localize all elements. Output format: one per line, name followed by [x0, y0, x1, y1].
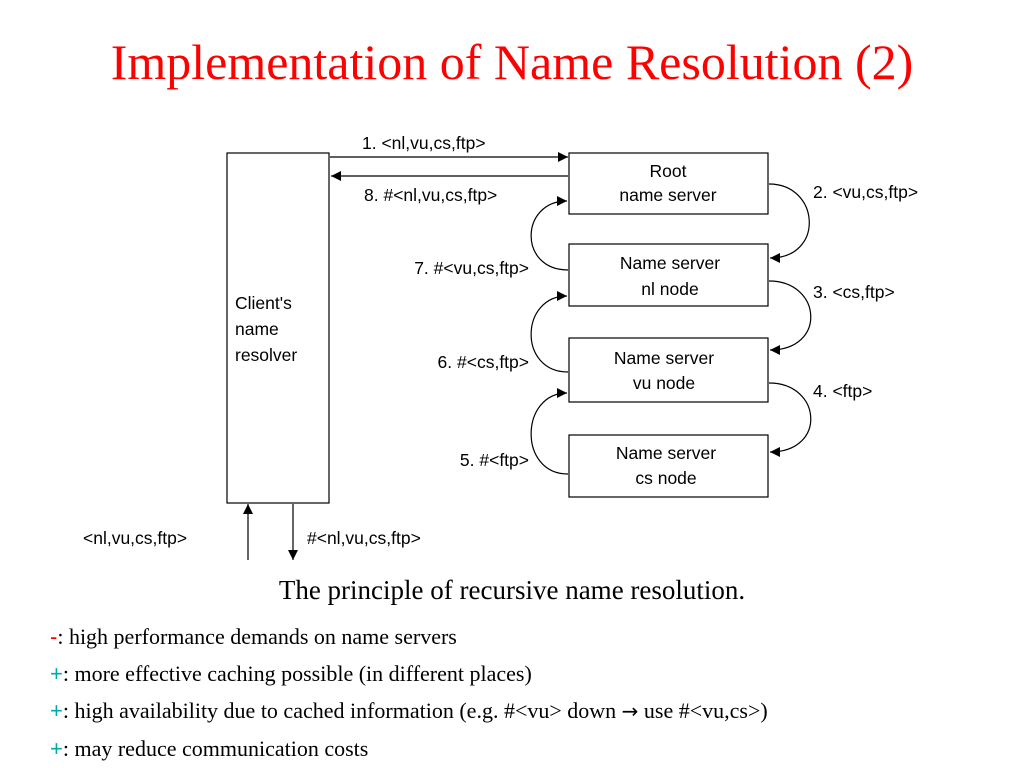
request-label-3: 3. <cs,ftp> [813, 282, 895, 302]
plus-sign: + [50, 736, 63, 761]
pros-cons-list: -: high performance demands on name serv… [50, 618, 768, 767]
root-server-line-2: name server [619, 185, 716, 205]
reply-arrow-7 [530, 196, 569, 271]
client-output-label: #<nl,vu,cs,ftp> [307, 528, 421, 548]
list-item: -: high performance demands on name serv… [50, 618, 768, 655]
slide-title: Implementation of Name Resolution (2) [110, 34, 914, 90]
plus-sign: + [50, 661, 63, 686]
plus-sign: + [50, 698, 63, 723]
reply-arrow-5 [530, 388, 569, 475]
client-resolver-box [226, 152, 330, 504]
request-arrow-3 [768, 280, 812, 355]
point-text-part-a: : high availability due to cached inform… [62, 698, 622, 723]
client-input-label: <nl,vu,cs,ftp> [83, 528, 187, 548]
reply-label-8: 8. #<nl,vu,cs,ftp> [364, 185, 497, 205]
cs-server-box [568, 434, 769, 498]
vu-server-box [568, 337, 769, 403]
root-server-box [568, 152, 769, 215]
vu-server-line-1: Name server [614, 348, 714, 368]
point-text: : high performance demands on name serve… [57, 624, 457, 649]
nl-server-box [568, 243, 769, 307]
list-item: +: more effective caching possible (in d… [50, 655, 768, 692]
figure-caption: The principle of recursive name resoluti… [278, 575, 746, 605]
reply-label-5: 5. #<ftp> [460, 450, 529, 470]
cs-server-line-1: Name server [616, 443, 716, 463]
list-item: +: may reduce communication costs [50, 730, 768, 767]
client-label-line-1: Client's [235, 293, 292, 313]
vu-server-line-2: vu node [633, 373, 695, 393]
request-label-2: 2. <vu,cs,ftp> [813, 182, 918, 202]
point-text-part-b: use #<vu,cs>) [638, 698, 768, 723]
reply-label-7: 7. #<vu,cs,ftp> [414, 258, 529, 278]
client-label-line-2: name [235, 319, 279, 339]
list-item: +: high availability due to cached infor… [50, 692, 768, 730]
request-arrow-2 [768, 183, 810, 263]
request-arrow-4 [768, 382, 812, 457]
cs-server-line-2: cs node [635, 468, 696, 488]
client-label-line-3: resolver [235, 345, 297, 365]
request-label-4: 4. <ftp> [813, 381, 872, 401]
point-text: : may reduce communication costs [62, 736, 369, 761]
nl-server-line-1: Name server [620, 253, 720, 273]
right-arrow-icon: → [621, 699, 639, 723]
request-label-1: 1. <nl,vu,cs,ftp> [362, 133, 486, 153]
root-server-line-1: Root [650, 161, 687, 181]
minus-sign: - [50, 624, 58, 649]
reply-arrow-6 [530, 291, 569, 373]
point-text: : more effective caching possible (in di… [62, 661, 532, 686]
reply-label-6: 6. #<cs,ftp> [438, 352, 529, 372]
nl-server-line-2: nl node [641, 279, 698, 299]
